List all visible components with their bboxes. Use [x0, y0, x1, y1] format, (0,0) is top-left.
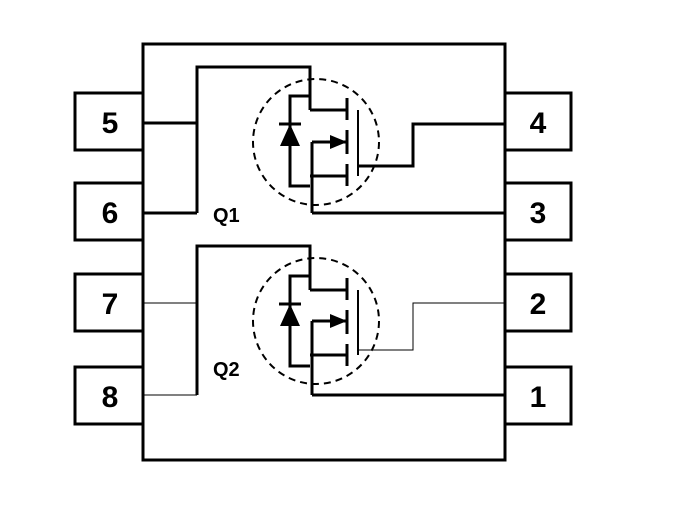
q2-gate-bus — [195, 244, 312, 395]
q2-source-wire — [310, 319, 347, 357]
q2-body-arrow — [330, 314, 347, 328]
right-pin-1: 1 — [503, 365, 573, 426]
left-pin-8: 8 — [73, 365, 145, 426]
q2-envelope-circle — [252, 257, 380, 385]
pin-label-7: 7 — [102, 288, 119, 321]
pin-label-3: 3 — [530, 197, 547, 230]
pin-label-6: 6 — [102, 197, 119, 230]
left-pin-6: 6 — [73, 181, 145, 242]
right-pin-4: 4 — [503, 91, 573, 152]
q1-source-wire — [310, 140, 347, 178]
transistor-q1: Q1 — [143, 65, 505, 227]
pin-label-4: 4 — [530, 107, 547, 140]
pin-label-2: 2 — [530, 288, 547, 321]
q1-label: Q1 — [213, 205, 240, 227]
q1-envelope-circle — [252, 78, 380, 206]
left-pin-5: 5 — [73, 91, 145, 152]
package-body — [141, 42, 507, 462]
q1-gate-bus — [195, 65, 312, 213]
right-pin-3: 3 — [503, 181, 573, 242]
left-pin-7: 7 — [73, 272, 145, 333]
right-pin-2: 2 — [503, 272, 573, 333]
q2-label: Q2 — [213, 359, 240, 381]
pin-label-1: 1 — [530, 381, 547, 414]
q1-diode-symbol — [280, 124, 300, 146]
q2-gate-lead — [358, 302, 505, 351]
pin-label-8: 8 — [102, 381, 119, 414]
pin-label-5: 5 — [102, 107, 119, 140]
q1-body-arrow — [330, 135, 347, 149]
transistor-q2: Q2 — [143, 244, 505, 397]
q2-diode-symbol — [280, 304, 300, 326]
q1-gate-lead — [358, 122, 505, 168]
